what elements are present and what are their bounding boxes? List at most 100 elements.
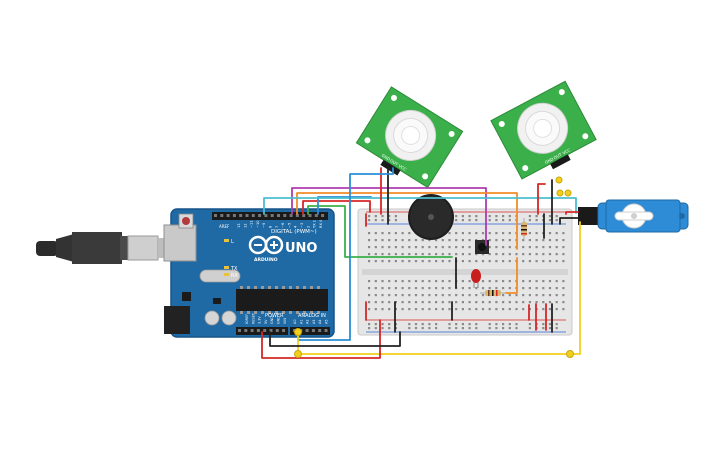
breadboard-hole[interactable] <box>368 327 371 330</box>
breadboard-hole[interactable] <box>548 294 552 297</box>
breadboard-hole[interactable] <box>401 232 404 235</box>
breadboard-hole[interactable] <box>448 301 451 304</box>
breadboard-hole[interactable] <box>448 308 451 311</box>
breadboard-hole[interactable] <box>461 239 464 242</box>
breadboard-hole[interactable] <box>374 280 377 283</box>
breadboard-hole[interactable] <box>555 219 558 222</box>
breadboard-hole[interactable] <box>522 260 525 263</box>
power-pin-hole[interactable] <box>269 329 273 332</box>
breadboard-hole[interactable] <box>368 232 371 235</box>
breadboard-hole[interactable] <box>502 301 505 304</box>
breadboard-hole[interactable] <box>475 232 478 235</box>
breadboard-hole[interactable] <box>388 301 391 304</box>
breadboard-hole[interactable] <box>381 280 384 283</box>
analog-pin-hole[interactable] <box>311 329 315 332</box>
breadboard-hole[interactable] <box>475 219 478 222</box>
breadboard-hole[interactable] <box>495 287 498 290</box>
breadboard-hole[interactable] <box>522 301 525 304</box>
breadboard-hole[interactable] <box>388 327 391 330</box>
breadboard-hole[interactable] <box>421 308 424 311</box>
resistor-bottom[interactable] <box>480 290 506 296</box>
piezo-buzzer[interactable] <box>408 194 454 240</box>
breadboard-hole[interactable] <box>502 219 505 222</box>
breadboard-hole[interactable] <box>495 308 498 311</box>
power-pin-hole[interactable] <box>256 329 260 332</box>
breadboard-hole[interactable] <box>381 232 384 235</box>
breadboard-hole[interactable] <box>421 294 424 297</box>
breadboard-hole[interactable] <box>368 294 371 297</box>
power-pin-hole[interactable] <box>282 329 286 332</box>
breadboard-hole[interactable] <box>381 219 384 222</box>
breadboard-hole[interactable] <box>401 239 404 242</box>
breadboard-hole[interactable] <box>394 215 397 218</box>
breadboard-hole[interactable] <box>542 253 545 256</box>
breadboard-hole[interactable] <box>394 287 397 290</box>
breadboard-hole[interactable] <box>414 323 418 326</box>
breadboard-hole[interactable] <box>414 253 418 256</box>
breadboard-hole[interactable] <box>455 294 458 297</box>
breadboard-hole[interactable] <box>555 215 558 218</box>
breadboard-hole[interactable] <box>448 287 451 290</box>
breadboard-hole[interactable] <box>562 308 565 311</box>
breadboard-hole[interactable] <box>535 253 538 256</box>
breadboard-hole[interactable] <box>448 280 451 283</box>
breadboard-hole[interactable] <box>455 232 458 235</box>
breadboard-hole[interactable] <box>528 301 531 304</box>
breadboard-hole[interactable] <box>461 246 464 249</box>
breadboard-hole[interactable] <box>522 246 525 249</box>
breadboard-hole[interactable] <box>502 323 505 326</box>
breadboard-hole[interactable] <box>368 323 371 326</box>
breadboard-hole[interactable] <box>468 294 471 297</box>
pir-sensor-right[interactable]: GND OUT VCC <box>490 80 599 184</box>
breadboard-hole[interactable] <box>555 232 558 235</box>
pir-sensor-left[interactable]: GND OUT VCC <box>353 86 464 193</box>
breadboard-hole[interactable] <box>448 253 451 256</box>
breadboard-hole[interactable] <box>448 246 451 249</box>
digital-pin-hole[interactable] <box>220 214 224 217</box>
digital-pin-hole[interactable] <box>277 214 280 217</box>
breadboard-hole[interactable] <box>374 287 377 290</box>
breadboard-hole[interactable] <box>368 219 371 222</box>
breadboard-hole[interactable] <box>495 219 498 222</box>
breadboard-hole[interactable] <box>488 239 491 242</box>
power-header[interactable] <box>236 327 288 335</box>
breadboard-hole[interactable] <box>555 260 558 263</box>
breadboard-hole[interactable] <box>401 308 404 311</box>
breadboard-hole[interactable] <box>542 246 545 249</box>
breadboard-hole[interactable] <box>414 287 418 290</box>
breadboard-hole[interactable] <box>508 253 511 256</box>
breadboard-hole[interactable] <box>374 239 377 242</box>
breadboard-hole[interactable] <box>488 301 491 304</box>
breadboard-hole[interactable] <box>388 287 391 290</box>
breadboard-hole[interactable] <box>374 232 377 235</box>
breadboard-hole[interactable] <box>408 294 411 297</box>
breadboard-hole[interactable] <box>555 294 558 297</box>
breadboard-hole[interactable] <box>408 253 411 256</box>
breadboard-hole[interactable] <box>461 327 464 330</box>
breadboard-hole[interactable] <box>428 327 431 330</box>
breadboard-hole[interactable] <box>414 308 418 311</box>
breadboard-hole[interactable] <box>562 260 565 263</box>
breadboard-hole[interactable] <box>448 260 451 263</box>
breadboard-hole[interactable] <box>555 246 558 249</box>
breadboard-hole[interactable] <box>515 327 518 330</box>
breadboard-hole[interactable] <box>508 301 511 304</box>
breadboard-hole[interactable] <box>528 219 531 222</box>
breadboard-hole[interactable] <box>388 215 391 218</box>
breadboard-hole[interactable] <box>528 294 531 297</box>
breadboard-hole[interactable] <box>502 287 505 290</box>
breadboard-hole[interactable] <box>401 260 404 263</box>
breadboard-hole[interactable] <box>414 246 418 249</box>
breadboard-hole[interactable] <box>428 253 431 256</box>
breadboard-hole[interactable] <box>542 308 545 311</box>
breadboard-hole[interactable] <box>468 215 471 218</box>
breadboard-hole[interactable] <box>535 287 538 290</box>
breadboard-hole[interactable] <box>535 280 538 283</box>
breadboard-hole[interactable] <box>548 287 552 290</box>
breadboard-hole[interactable] <box>368 239 371 242</box>
breadboard-hole[interactable] <box>522 239 525 242</box>
breadboard-hole[interactable] <box>401 253 404 256</box>
breadboard-hole[interactable] <box>481 253 485 256</box>
breadboard-hole[interactable] <box>555 239 558 242</box>
breadboard-hole[interactable] <box>381 246 384 249</box>
